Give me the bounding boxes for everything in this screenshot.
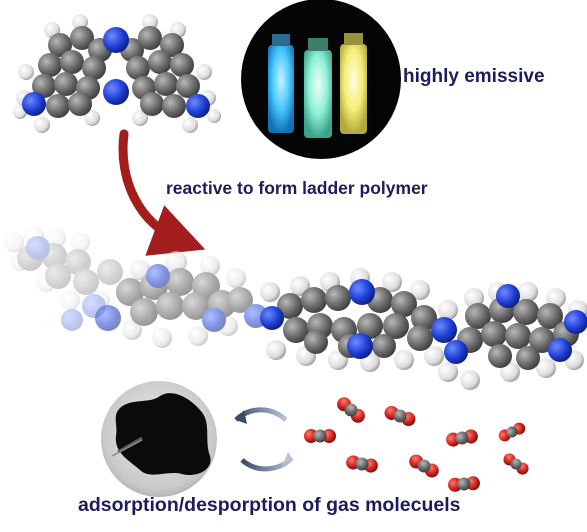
caption-adsorption-desorption: adsorption/desporption of gas molecuels (78, 494, 461, 516)
co2-molecule-icon (337, 397, 365, 423)
co2-molecule-icon (498, 422, 526, 442)
co2-molecules-icon (304, 397, 529, 492)
tweezers-icon (117, 436, 143, 454)
co2-molecule-icon (503, 453, 529, 475)
co2-molecule-icon (446, 429, 478, 447)
vial-cyan-icon (304, 38, 332, 138)
co2-molecule-icon (448, 476, 480, 492)
caption-reactive-ladder-polymer: reactive to form ladder polymer (166, 178, 428, 198)
co2-molecule-icon (409, 454, 439, 478)
co2-molecule-icon (346, 455, 378, 473)
polymer-powder-photo (101, 381, 217, 497)
ladder-polymer-ribbon-icon (4, 226, 587, 390)
caption-highly-emissive: highly emissive (403, 66, 545, 87)
co2-molecule-icon (384, 405, 416, 427)
reversible-cycle-arrows-icon (234, 407, 294, 472)
vial-blue-icon (268, 34, 294, 133)
co2-molecule-icon (304, 429, 336, 443)
fluorescent-vials-photo (241, 0, 401, 159)
black-powder-icon (115, 393, 211, 476)
monomer-molecule-icon (13, 14, 221, 133)
vial-yellow-icon (340, 33, 367, 134)
curved-red-arrow-icon (118, 129, 206, 256)
